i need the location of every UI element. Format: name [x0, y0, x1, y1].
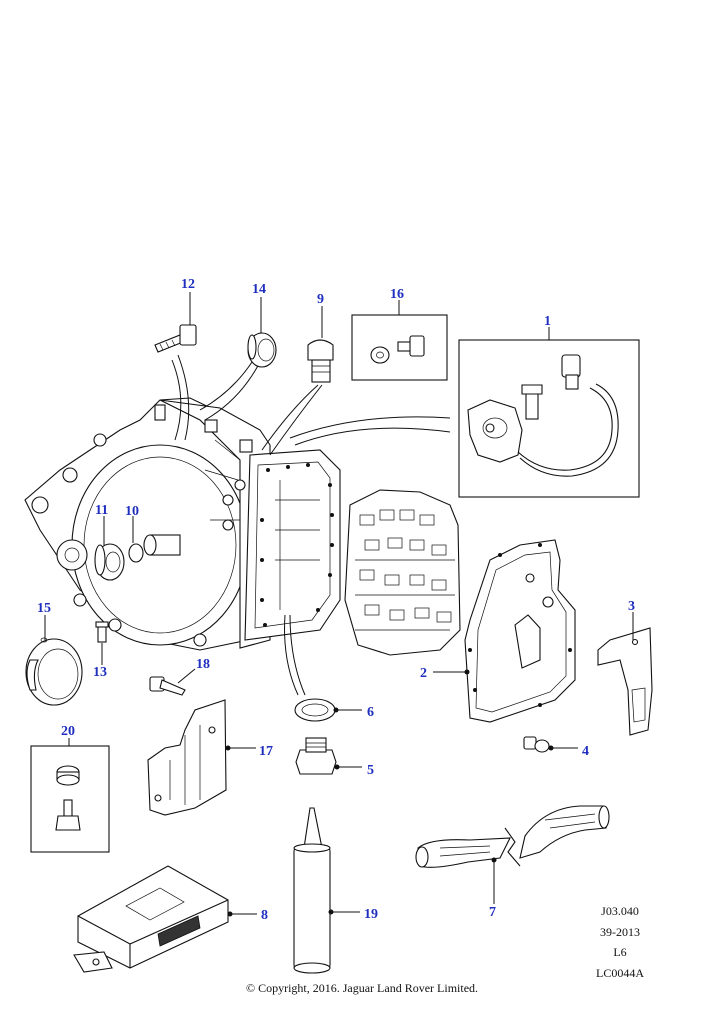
reference-lines: [171, 354, 451, 696]
washer-part6: [294, 698, 336, 722]
reference-date: 39-2013: [600, 924, 640, 939]
copyright-notice: © Copyright, 2016. Jaguar Land Rover Lim…: [245, 981, 479, 995]
reference-block: J03.040 39-2013 L6 LC0044A: [560, 901, 680, 983]
callout-4: 4: [582, 744, 589, 759]
bolt-part18: [149, 676, 186, 696]
seal-part15: [25, 637, 83, 706]
callout-20: 20: [61, 724, 75, 739]
illustration-id: LC0044A: [596, 965, 644, 980]
callout-9: 9: [317, 292, 324, 307]
valve-body: [344, 489, 461, 656]
module-part8: [73, 865, 229, 973]
seal-part14: [247, 332, 277, 368]
part1-box: [458, 339, 640, 498]
callout-16: 16: [390, 287, 404, 302]
callout-8: 8: [261, 908, 268, 923]
reference-model: L6: [613, 945, 627, 959]
callout-10: 10: [125, 504, 139, 519]
callout-12: 12: [181, 277, 195, 292]
pin-part13: [95, 621, 109, 643]
callout-17: 17: [259, 744, 273, 759]
bolt-part12: [154, 324, 197, 353]
callout-13: 13: [93, 665, 107, 680]
callout-2: 2: [420, 666, 427, 681]
hose-part7: [415, 805, 610, 868]
callout-7: 7: [489, 905, 496, 920]
callout-1: 1: [544, 314, 551, 329]
tube-part19: [293, 807, 331, 974]
callout-18: 18: [196, 657, 210, 672]
part16-box: [351, 314, 448, 381]
callout-5: 5: [367, 763, 374, 778]
valve-cover-part: [464, 539, 576, 723]
reference-code: J03.040: [601, 904, 639, 918]
bracket-part: [597, 627, 653, 736]
callout-11: 11: [95, 503, 108, 518]
seal-part11: [94, 543, 125, 581]
shield-part17: [147, 699, 227, 816]
bolt-part4: [523, 736, 550, 753]
callout-6: 6: [367, 705, 374, 720]
callout-3: 3: [628, 599, 635, 614]
plug-part9: [307, 339, 334, 383]
plug-part5: [295, 737, 337, 775]
transmission-housing: [24, 397, 341, 651]
part20-box: [30, 745, 110, 853]
callout-14: 14: [252, 282, 266, 297]
callout-19: 19: [364, 907, 378, 922]
callout-15: 15: [37, 601, 51, 616]
ring-part10: [128, 543, 144, 563]
